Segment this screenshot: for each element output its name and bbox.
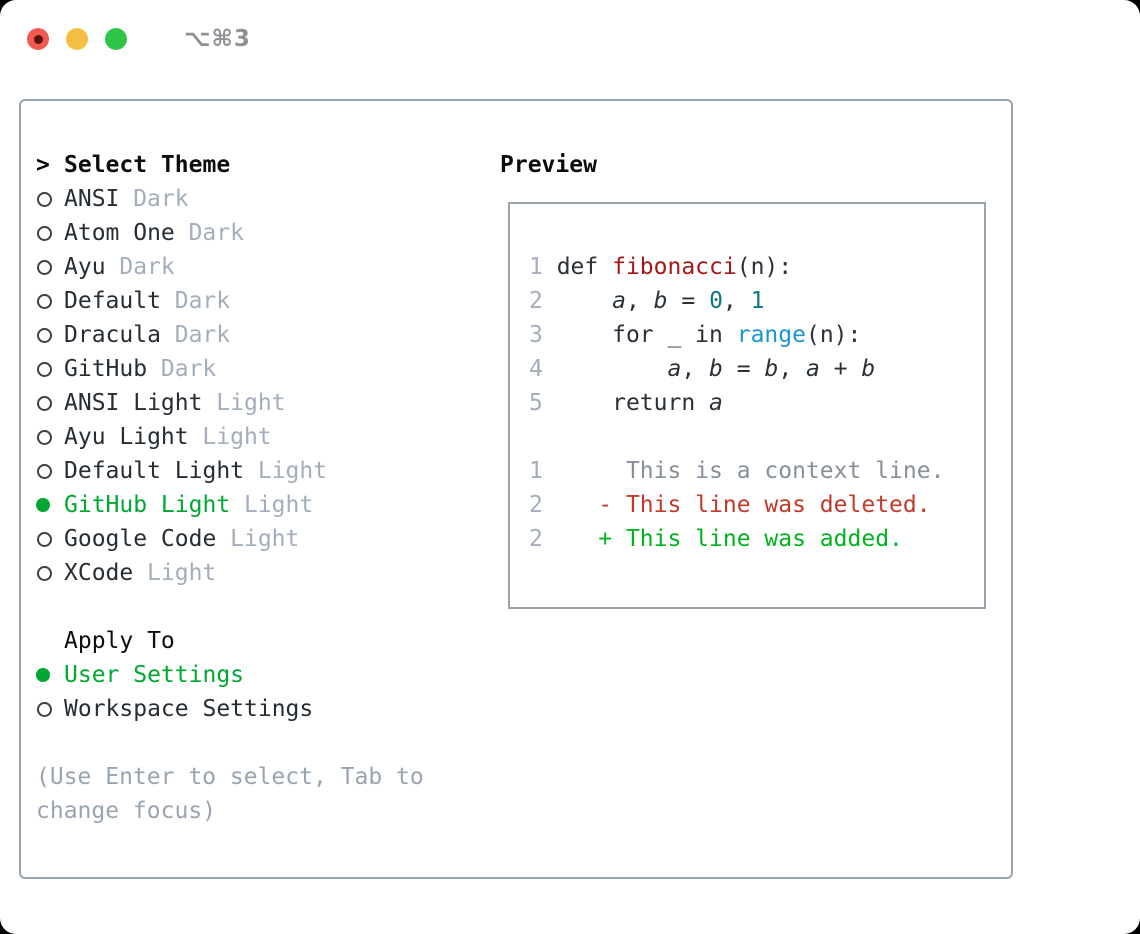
theme-option[interactable]: Ayu Light Light: [36, 420, 436, 454]
select-theme-title: Select Theme: [64, 152, 231, 178]
code-line: 3 for _ in range(n):: [529, 322, 862, 348]
select-theme-header: > Select Theme: [36, 148, 436, 182]
radio-unselected-icon: [36, 701, 64, 717]
theme-label: Ayu: [64, 254, 106, 280]
radio-unselected-icon: [36, 259, 64, 275]
code-line: 1 def fibonacci(n):: [529, 254, 793, 280]
radio-unselected-icon: [36, 361, 64, 377]
radio-unselected-icon: [36, 225, 64, 241]
theme-variant-tag: Light: [202, 424, 272, 450]
theme-label: XCode: [64, 560, 134, 586]
radio-unselected-icon: [36, 429, 64, 445]
theme-label: Default: [64, 288, 161, 314]
code-line: 2 - This line was deleted.: [529, 492, 931, 518]
radio-unselected-icon: [36, 327, 64, 343]
window-title: ⌥⌘3: [184, 26, 251, 52]
theme-option[interactable]: Atom One Dark: [36, 216, 436, 250]
line-number: 2: [529, 288, 557, 314]
preview-title: Preview: [500, 152, 597, 178]
line-number: 4: [529, 356, 557, 382]
theme-variant-tag: Dark: [174, 288, 231, 314]
code-line: 4 a, b = b, a + b: [529, 356, 876, 382]
theme-variant-tag: Dark: [160, 356, 217, 382]
apply-to-title: Apply To: [64, 628, 175, 654]
theme-label: Default Light: [64, 458, 245, 484]
theme-variant-tag: Light: [216, 390, 286, 416]
theme-label: Ayu Light: [64, 424, 189, 450]
radio-unselected-icon: [36, 565, 64, 581]
line-number: 2: [529, 526, 557, 552]
theme-label: GitHub: [64, 356, 148, 382]
theme-variant-tag: Light: [230, 526, 300, 552]
apply-target-option[interactable]: User Settings: [36, 658, 436, 692]
radio-selected-icon: [36, 668, 64, 682]
theme-option[interactable]: GitHub Light Light: [36, 488, 436, 522]
line-number: 5: [529, 390, 557, 416]
theme-label: ANSI: [64, 186, 120, 212]
line-number: 1: [529, 458, 557, 484]
theme-option[interactable]: ANSI Light Light: [36, 386, 436, 420]
minimize-button[interactable]: [66, 28, 88, 50]
apply-target-label: Workspace Settings: [64, 696, 314, 722]
code-line: 1 This is a context line.: [529, 458, 945, 484]
theme-option[interactable]: ANSI Dark: [36, 182, 436, 216]
keyboard-hint: (Use Enter to select, Tab to change focu…: [36, 764, 424, 824]
theme-option[interactable]: Google Code Light: [36, 522, 436, 556]
theme-variant-tag: Dark: [188, 220, 244, 246]
line-number: [529, 424, 543, 450]
code-line: 2 a, b = 0, 1: [529, 288, 765, 314]
theme-variant-tag: Light: [243, 492, 314, 518]
radio-unselected-icon: [36, 395, 64, 411]
preview-pane: 1 def fibonacci(n): 2 a, b = 0, 1 3 for _ …: [508, 202, 986, 609]
theme-variant-tag: Light: [257, 458, 328, 484]
theme-option[interactable]: Default Dark: [36, 284, 436, 318]
code-line: 5 return a: [529, 390, 723, 416]
theme-option[interactable]: XCode Light: [36, 556, 436, 590]
spacer: [36, 590, 436, 624]
theme-option[interactable]: Default Light Light: [36, 454, 436, 488]
code-line: [529, 420, 944, 454]
record-dot-icon: [33, 34, 43, 44]
theme-option[interactable]: Dracula Dark: [36, 318, 436, 352]
theme-variant-tag: Dark: [119, 254, 175, 280]
theme-label: ANSI Light: [64, 390, 203, 416]
theme-option[interactable]: GitHub Dark: [36, 352, 436, 386]
cursor-arrow-icon: >: [36, 152, 50, 178]
theme-label: Dracula: [64, 322, 161, 348]
radio-unselected-icon: [36, 191, 64, 207]
spacer: [36, 726, 436, 760]
apply-target-label: User Settings: [64, 662, 245, 688]
titlebar: ⌥⌘3: [27, 26, 251, 52]
theme-label: GitHub Light: [64, 492, 231, 518]
radio-unselected-icon: [36, 293, 64, 309]
close-button[interactable]: [27, 28, 49, 50]
radio-unselected-icon: [36, 463, 64, 479]
theme-variant-tag: Dark: [133, 186, 189, 212]
line-number: 3: [529, 322, 557, 348]
radio-selected-icon: [36, 498, 64, 512]
theme-option[interactable]: Ayu Dark: [36, 250, 436, 284]
apply-target-option[interactable]: Workspace Settings: [36, 692, 436, 726]
theme-variant-tag: Light: [147, 560, 217, 586]
apply-to-header: Apply To: [36, 624, 436, 658]
zoom-button[interactable]: [105, 28, 127, 50]
theme-label: Google Code: [64, 526, 217, 552]
theme-variant-tag: Dark: [174, 322, 231, 348]
radio-unselected-icon: [36, 531, 64, 547]
line-number: 1: [529, 254, 557, 280]
theme-label: Atom One: [64, 220, 175, 246]
line-number: 2: [529, 492, 557, 518]
code-line: 2 + This line was added.: [529, 526, 903, 552]
code-preview: 1 def fibonacci(n): 2 a, b = 0, 1 3 for _ …: [529, 250, 944, 556]
